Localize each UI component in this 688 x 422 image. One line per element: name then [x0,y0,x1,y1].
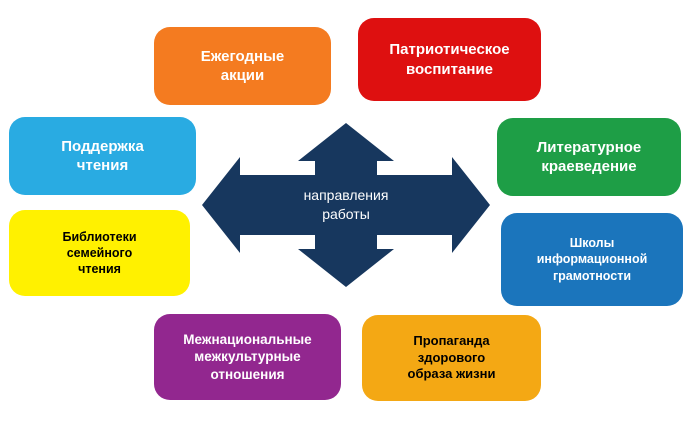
center-hub: направления работы [202,123,490,287]
node-reading-support: Поддержка чтения [9,117,196,195]
center-label: направления работы [303,187,389,222]
node-information-literacy-schools: Школы информационной грамотности [501,213,683,306]
node-literary-local-history: Литературное краеведение [497,118,681,196]
node-label: Межнациональные межкультурные отношения [183,331,312,382]
node-interethnic-relations: Межнациональные межкультурные отношения [154,314,341,400]
node-patriotic-education: Патриотическое воспитание [358,18,541,101]
node-family-reading-libraries: Библиотеки семейного чтения [9,210,190,296]
node-healthy-lifestyle-promotion: Пропаганда здорового образа жизни [362,315,541,401]
node-label: Поддержка чтения [61,137,144,175]
node-annual-actions: Ежегодные акции [154,27,331,105]
node-label: Патриотическое воспитание [389,41,510,78]
node-label: Библиотеки семейного чтения [62,229,137,277]
node-label: Школы информационной грамотности [536,236,648,283]
node-label: Ежегодные акции [200,47,285,85]
node-label: Пропаганда здорового образа жизни [407,332,496,382]
node-label: Литературное краеведение [536,138,642,176]
four-way-arrow-icon [202,123,490,287]
